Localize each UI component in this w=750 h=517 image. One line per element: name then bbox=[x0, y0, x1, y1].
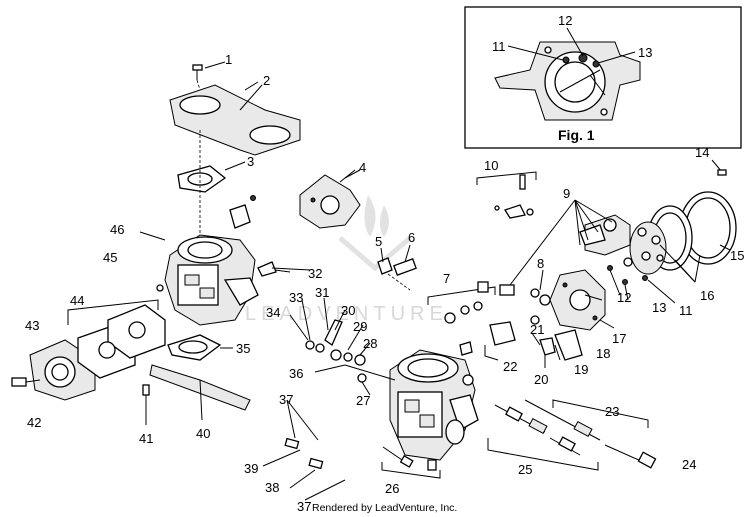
part-37-38-39-cables bbox=[239, 399, 351, 501]
part-10-group bbox=[476, 171, 537, 219]
part-26-screws bbox=[381, 446, 441, 479]
callout-3: 3 bbox=[247, 154, 254, 169]
part-7-linkage bbox=[427, 281, 496, 324]
callout-39: 39 bbox=[244, 461, 258, 476]
part-3-gasket bbox=[177, 130, 246, 240]
callout-33: 33 bbox=[289, 290, 303, 305]
part-15-16-diaphragms bbox=[607, 159, 737, 285]
part-19-20-21 bbox=[530, 315, 583, 361]
callout-1: 1 bbox=[225, 52, 232, 67]
part-8-seat bbox=[499, 284, 551, 306]
callout-24: 24 bbox=[682, 457, 696, 472]
inset-callout-12: 12 bbox=[558, 13, 572, 28]
part-18-pump-body bbox=[549, 269, 606, 331]
callout-41: 41 bbox=[139, 431, 153, 446]
inset-callout-11: 11 bbox=[492, 39, 506, 54]
parts-27-36 bbox=[274, 269, 396, 383]
callout-19: 19 bbox=[574, 362, 588, 377]
part-35-gasket bbox=[167, 334, 233, 361]
part-45-46-hose bbox=[139, 231, 172, 292]
part-5-6-clip bbox=[377, 257, 417, 291]
watermark-text: LEADVENTURE bbox=[245, 303, 448, 325]
callout-34: 34 bbox=[266, 305, 280, 320]
callout-40: 40 bbox=[196, 426, 210, 441]
inset-caption: Fig. 1 bbox=[558, 127, 595, 143]
callout-28: 28 bbox=[363, 336, 377, 351]
callout-20: 20 bbox=[534, 372, 548, 387]
left-carburetor bbox=[164, 195, 277, 326]
callout-21: 21 bbox=[530, 322, 544, 337]
part-9-needle bbox=[509, 199, 631, 286]
callout-32: 32 bbox=[308, 266, 322, 281]
callout-44: 44 bbox=[70, 293, 84, 308]
callout-6: 6 bbox=[408, 230, 415, 245]
callout-37-bottom: 37 bbox=[297, 499, 311, 514]
callout-22: 22 bbox=[503, 359, 517, 374]
callout-26: 26 bbox=[385, 481, 399, 496]
callout-25: 25 bbox=[518, 462, 532, 477]
callout-31: 31 bbox=[315, 285, 329, 300]
watermark: LEADVENTURE bbox=[245, 195, 448, 325]
callout-38: 38 bbox=[265, 480, 279, 495]
callout-11: 11 bbox=[679, 303, 693, 318]
callout-18: 18 bbox=[596, 346, 610, 361]
callout-36: 36 bbox=[289, 366, 303, 381]
callout-17: 17 bbox=[612, 331, 626, 346]
part-2-plate bbox=[169, 84, 301, 156]
callout-29: 29 bbox=[353, 319, 367, 334]
part-42-43-44-pump bbox=[11, 299, 166, 401]
callout-13: 13 bbox=[652, 300, 666, 315]
leader-lines bbox=[244, 81, 731, 396]
callout-23: 23 bbox=[605, 404, 619, 419]
callout-14: 14 bbox=[695, 145, 709, 160]
callout-10: 10 bbox=[484, 158, 498, 173]
callout-27: 27 bbox=[356, 393, 370, 408]
part-4-cover bbox=[299, 169, 361, 229]
part-1-screw bbox=[192, 61, 226, 91]
callout-8: 8 bbox=[537, 256, 544, 271]
credit-text: Rendered by LeadVenture, Inc. bbox=[312, 502, 457, 514]
callout-35: 35 bbox=[236, 341, 250, 356]
callout-46: 46 bbox=[110, 222, 124, 237]
callout-7: 7 bbox=[443, 271, 450, 286]
callout-9: 9 bbox=[563, 186, 570, 201]
callout-15: 15 bbox=[730, 248, 744, 263]
part-40-41 bbox=[142, 364, 251, 425]
callout-2: 2 bbox=[263, 73, 270, 88]
callout-labels: 1 2 3 4 5 6 7 8 9 10 11 12 13 14 15 16 1… bbox=[25, 52, 744, 514]
callout-43: 43 bbox=[25, 318, 39, 333]
callout-45: 45 bbox=[103, 250, 117, 265]
callout-30: 30 bbox=[341, 303, 355, 318]
callout-37: 37 bbox=[279, 392, 293, 407]
callout-16: 16 bbox=[700, 288, 714, 303]
callout-4: 4 bbox=[359, 160, 366, 175]
inset-callout-13: 13 bbox=[638, 45, 652, 60]
part-23-24-25-needles bbox=[487, 399, 657, 471]
inset-labels: 11 12 13 Fig. 1 bbox=[492, 13, 652, 143]
callout-42: 42 bbox=[27, 415, 41, 430]
callout-12: 12 bbox=[617, 290, 631, 305]
inset-fig-1 bbox=[464, 6, 742, 149]
part-22-bracket bbox=[459, 321, 516, 361]
right-carburetor bbox=[389, 349, 479, 461]
callout-5: 5 bbox=[375, 234, 382, 249]
